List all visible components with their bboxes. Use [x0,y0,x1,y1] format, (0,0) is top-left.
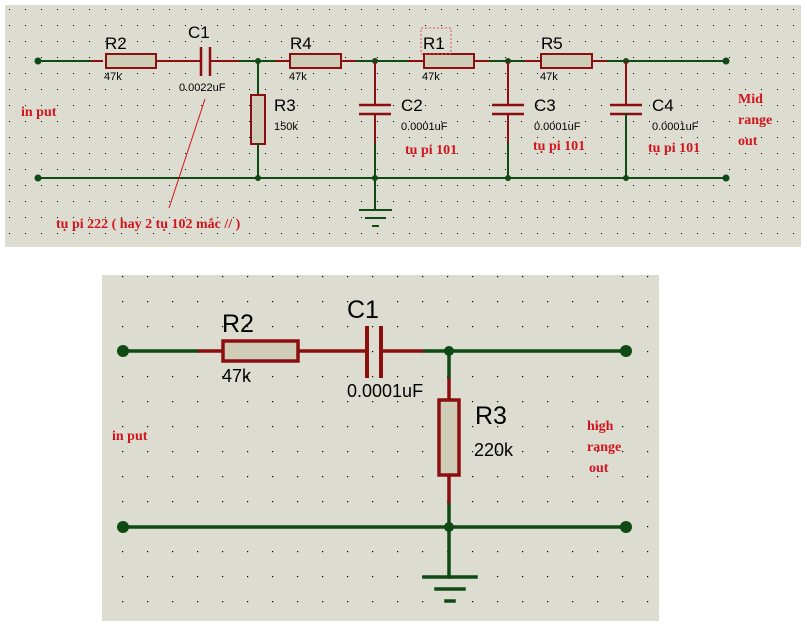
r4-value: 47k [289,71,307,83]
r1-name: R1 [423,34,445,53]
r1-value: 47k [422,71,440,83]
r3-name: R3 [274,96,296,115]
resistor-r2[interactable]: R2 47k [104,34,157,83]
output-label: high range out [587,419,621,476]
c3-note: tụ pi 101 [533,139,585,154]
c1-name: C1 [188,23,210,42]
r2-name: R2 [222,310,254,338]
svg-text:out: out [589,461,609,476]
r3-value: 150k [274,121,298,133]
svg-text:high: high [587,419,614,434]
capacitor-c2[interactable]: C2 0.0001uF tụ pi 101 [359,61,457,179]
capacitor-c3[interactable]: C3 0.0001uF tụ pi 101 [492,61,585,179]
resistor-r5[interactable]: R5 47k [540,34,593,83]
svg-text:range: range [738,113,772,128]
capacitor-c1[interactable]: C1 0.0001uF [347,296,423,401]
input-label: in put [21,105,57,120]
callout-leader-line [168,98,206,209]
capacitor-c1[interactable]: C1 0.0022uF [179,23,226,94]
c4-note: tụ pi 101 [648,141,700,156]
callout-note: tụ pi 222 ( hay 2 tụ 102 mắc // ) [56,217,241,232]
c2-name: C2 [401,96,423,115]
output-terminal-bottom[interactable] [722,174,730,182]
input-terminal-bottom[interactable] [34,174,42,182]
c1-value: 0.0022uF [179,82,226,94]
output-terminal-top[interactable] [722,57,730,65]
r5-value: 47k [540,71,558,83]
input-terminal-top[interactable] [117,345,129,357]
r2-value: 47k [104,71,122,83]
c4-value: 0.0001uF [652,121,699,133]
capacitor-c4[interactable]: C4 0.0001uF tụ pi 101 [610,61,700,179]
c1-value: 0.0001uF [347,381,423,401]
input-terminal-bottom[interactable] [117,521,129,533]
c3-name: C3 [534,96,556,115]
c2-value: 0.0001uF [401,121,448,133]
r3-name: R3 [475,402,507,430]
output-terminal-bottom[interactable] [620,521,632,533]
r3-value: 220k [474,440,514,460]
r2-name: R2 [105,34,127,53]
r2-value: 47k [222,366,252,386]
c2-note: tụ pi 101 [405,143,457,158]
input-label: in put [112,429,148,444]
svg-text:out: out [738,134,758,149]
resistor-r4[interactable]: R4 47k [289,34,342,83]
input-terminal-top[interactable] [34,57,42,65]
output-terminal-top[interactable] [620,345,632,357]
ground-icon [422,525,478,603]
r5-name: R5 [541,34,563,53]
ground-icon [359,177,392,227]
output-label: Mid range out [738,92,772,149]
svg-text:Mid: Mid [738,92,763,107]
c1-name: C1 [347,296,379,324]
r4-name: R4 [290,34,312,53]
top-grid [5,5,801,247]
c4-name: C4 [652,96,674,115]
resistor-r3[interactable]: R3 150k [250,60,298,179]
resistor-r1[interactable]: R1 47k [420,27,475,83]
svg-text:range: range [587,440,621,455]
high-range-schematic: R2 47k C1 0.0001uF R3 220k [102,275,659,621]
resistor-r2[interactable]: R2 47k [221,310,300,386]
resistor-r3[interactable]: R3 220k [437,349,514,529]
c3-value: 0.0001uF [534,121,581,133]
mid-range-schematic: R2 47k C1 0.0022uF R3 150k R4 47k [5,5,801,247]
